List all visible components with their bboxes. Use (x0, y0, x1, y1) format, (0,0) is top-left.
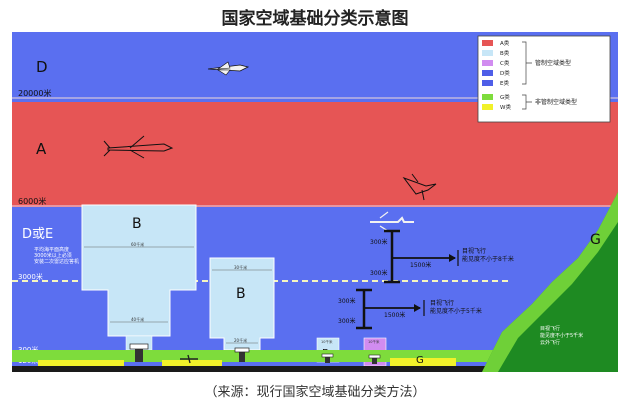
control-tower-icon (234, 347, 250, 362)
alt-300: 300米 (18, 345, 38, 354)
vfr-upper-line: 目视飞行 (462, 247, 486, 255)
dim-10km-b: 10千米 (321, 339, 333, 344)
alt-20000: 20000米 (18, 88, 51, 98)
mountain-note-line: 云外飞行 (540, 339, 560, 346)
ground-w (162, 360, 222, 366)
zone-b-large: B (132, 216, 142, 232)
vfr-lower-300-bottom: 300米 (338, 317, 355, 325)
zone-g-ground: G (416, 355, 424, 366)
zone-b-medium: B (236, 286, 246, 302)
legend-swatch (482, 94, 493, 100)
ground-w (390, 358, 456, 366)
legend-swatch (482, 70, 493, 76)
legend: A类 B类 C类 D类 E类 G类 W类 管制空域类型 非管制空域类型 (477, 35, 611, 123)
mountain-note-line: 能见度不小于5千米 (540, 332, 583, 339)
annotation-line: 安装二次雷达应答机 (34, 258, 79, 265)
legend-swatch (482, 80, 493, 86)
arrow-right-icon (414, 304, 421, 312)
tower-large-b (81, 204, 197, 337)
legend-brace (522, 41, 532, 85)
vfr-upper-1500: 1500米 (410, 261, 431, 269)
diagram-title: 国家空域基础分类示意图 (221, 9, 409, 29)
vfr-lower-text: 目视飞行 能见度不小于5千米 (430, 299, 482, 315)
mountain-note: 目视飞行 能见度不小于5千米 云外飞行 (540, 325, 585, 346)
vfr-lower: 300米 300米 1500米 目视飞行 能见度不小于5千米 (338, 288, 482, 330)
small-plane-icon (180, 354, 198, 364)
legend-label: G类 (500, 93, 510, 101)
arrow-right-icon (449, 254, 456, 262)
vfr-upper: 300米 300米 1500米 目视飞行 能见度不小于8千米 (370, 211, 514, 284)
dim-30km: 30千米 (234, 264, 247, 270)
vfr-upper-text: 目视飞行 能见度不小于8千米 (462, 247, 514, 263)
legend-label: A类 (500, 39, 510, 47)
legend-swatch (482, 50, 493, 56)
airspace-svg: D A D或E 20000米 6000米 3000米 300米 120米 平均海… (12, 32, 618, 372)
vfr-upper-line: 能见度不小于8千米 (462, 255, 514, 263)
airliner-large-icon (103, 135, 174, 159)
annotation-transponder: 平均海平面高度 3000米以上必须 安装二次雷达应答机 (34, 246, 79, 265)
vfr-upper-300-bottom: 300米 (370, 269, 387, 277)
alt-6000: 6000米 (18, 196, 46, 206)
tower-medium-b (209, 257, 275, 351)
ground-w (38, 360, 124, 366)
ground-base (12, 366, 618, 372)
legend-box (477, 35, 611, 123)
legend-swatch (482, 104, 493, 110)
legend-swatch (482, 60, 493, 66)
space-shuttle-icon (207, 61, 250, 76)
legend-label: C类 (500, 59, 510, 67)
vfr-lower-line: 能见度不小于5千米 (430, 307, 482, 315)
legend-label: B类 (500, 49, 510, 57)
fighter-jet-icon (402, 173, 437, 201)
vfr-lower-1500: 1500米 (384, 311, 405, 319)
caption: （来源：现行国家空域基础分类方法） (204, 385, 426, 400)
vfr-lower-line: 目视飞行 (430, 299, 454, 307)
legend-brace (522, 94, 532, 110)
zone-d-top: D (36, 58, 48, 76)
legend-label: W类 (500, 103, 511, 111)
legend-label: E类 (500, 79, 509, 87)
airspace-diagram: D A D或E 20000米 6000米 3000米 300米 120米 平均海… (12, 32, 618, 372)
annotation-line: 3000米以上必须 (34, 252, 72, 259)
zone-a: A (36, 140, 47, 158)
dim-40km: 40千米 (131, 316, 144, 322)
legend-group-controlled: 管制空域类型 (535, 59, 571, 67)
control-tower-icon (129, 343, 149, 362)
airliner-icon (370, 216, 414, 223)
legend-swatch (482, 40, 493, 46)
vfr-lower-300-top: 300米 (338, 297, 355, 305)
mountain-note-line: 目视飞行 (540, 325, 560, 332)
zone-g-mountain: G (590, 232, 601, 248)
legend-label: D类 (500, 69, 510, 77)
zone-d-or-e: D或E (22, 227, 53, 242)
dim-20km: 20千米 (234, 337, 247, 343)
legend-group-uncontrolled: 非管制空域类型 (535, 98, 577, 106)
mountain-slope (482, 192, 618, 372)
control-tower-icon (368, 354, 381, 364)
vfr-upper-300-top: 300米 (370, 238, 387, 246)
dim-60km: 60千米 (131, 241, 144, 247)
control-tower-icon (321, 353, 334, 363)
annotation-line: 平均海平面高度 (34, 246, 69, 253)
dim-10km-c: 10千米 (368, 339, 380, 344)
alt-3000: 3000米 (18, 272, 43, 281)
